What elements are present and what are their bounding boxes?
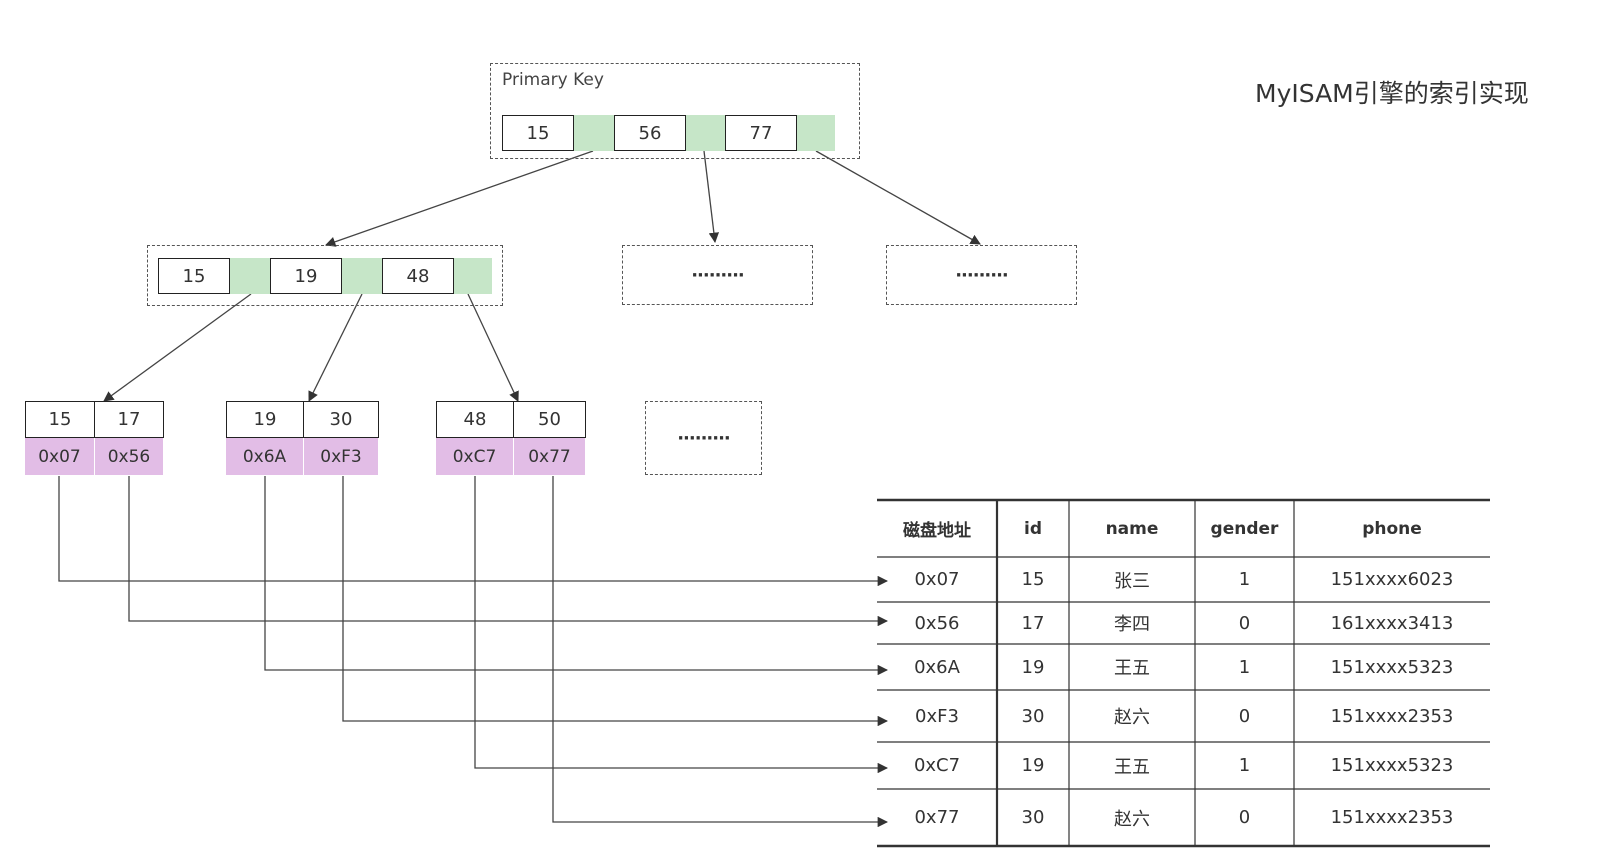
table-cell: 19 (1021, 656, 1045, 678)
table-header: gender (1210, 518, 1279, 539)
table-header: name (1105, 518, 1159, 539)
leaf-key: 17 (94, 401, 164, 438)
table-cell: 0x6A (914, 656, 960, 678)
leaf-address: 0x6A (226, 438, 304, 475)
table-cell: 王五 (1114, 756, 1150, 778)
leaf-placeholder: ········· (645, 401, 762, 475)
table-header: phone (1362, 518, 1422, 539)
table-cell: 1 (1238, 569, 1251, 590)
table-cell: 30 (1021, 807, 1045, 828)
table-cell: 161xxxx3413 (1330, 612, 1454, 634)
arrow-addr-0x07 (58, 476, 889, 587)
table-cell: 151xxxx2353 (1330, 705, 1454, 727)
table-cell: 1 (1238, 656, 1251, 678)
internal-pointer (230, 258, 270, 294)
internal-pointer (342, 258, 382, 294)
internal-key: 15 (158, 258, 230, 294)
table-cell: 赵六 (1114, 707, 1150, 728)
arrow-node-to-leaf-3 (467, 293, 519, 402)
table-cell: 19 (1021, 755, 1045, 776)
table-cell: 0xC7 (913, 755, 961, 776)
arrow-addr-0x56 (128, 476, 889, 627)
root-node (490, 63, 860, 159)
leaf-key: 19 (226, 401, 304, 438)
table-cell: 0xF3 (915, 705, 959, 727)
node-placeholder: ········· (886, 245, 1077, 305)
table-cell: 0 (1238, 807, 1251, 828)
arrow-addr-0xF3 (342, 476, 889, 727)
table-cell: 李四 (1114, 614, 1150, 635)
leaf-address: 0xC7 (436, 438, 514, 475)
leaf-address: 0x77 (514, 438, 586, 475)
table-cell: 17 (1021, 612, 1045, 634)
arrow-root-to-node-2 (703, 150, 720, 244)
arrow-node-to-leaf-1 (103, 293, 252, 402)
table-cell: 1 (1238, 755, 1251, 776)
internal-node (147, 245, 503, 306)
leaf-key: 30 (303, 401, 379, 438)
leaf-address: 0x56 (95, 438, 164, 475)
arrow-root-to-node-3 (815, 150, 981, 245)
internal-pointer (454, 258, 492, 294)
root-pointer (797, 115, 835, 151)
table-header: 磁盘地址 (903, 521, 971, 541)
arrow-root-to-node-1 (325, 150, 594, 247)
table-cell: 王五 (1114, 658, 1150, 679)
internal-key: 19 (270, 258, 342, 294)
leaf-key: 50 (513, 401, 586, 438)
arrow-addr-0x6A (264, 476, 889, 676)
node-placeholder: ········· (622, 245, 813, 305)
leaf-address: 0xF3 (304, 438, 379, 475)
table-cell: 赵六 (1114, 808, 1150, 830)
leaf-key: 15 (25, 401, 95, 438)
table-cell: 0x07 (914, 569, 960, 590)
root-pointer (686, 115, 725, 151)
table-cell: 0x56 (914, 612, 960, 634)
table-cell: 151xxxx2353 (1330, 807, 1454, 828)
root-key: 15 (502, 115, 574, 151)
table-cell: 0x77 (914, 807, 960, 828)
diagram-title: MyISAM引擎的索引实现 (1255, 79, 1529, 108)
table-cell: 张三 (1114, 570, 1150, 592)
table-cell: 151xxxx6023 (1330, 569, 1454, 590)
table-cell: 30 (1021, 705, 1045, 727)
leaf-address: 0x07 (25, 438, 95, 475)
leaf-key: 48 (436, 401, 514, 438)
table-cell: 15 (1021, 569, 1045, 590)
primary-key-label: Primary Key (502, 70, 604, 90)
table-cell: 151xxxx5323 (1330, 656, 1454, 678)
table-cell: 0 (1238, 612, 1251, 634)
arrow-addr-0xC7 (474, 476, 889, 774)
table-cell: 151xxxx5323 (1330, 755, 1454, 776)
arrow-addr-0x77 (552, 476, 889, 828)
internal-key: 48 (382, 258, 454, 294)
root-pointer (574, 115, 614, 151)
table-cell: 0 (1238, 705, 1251, 727)
root-key: 77 (725, 115, 797, 151)
arrow-node-to-leaf-2 (308, 293, 363, 402)
table-header: id (1024, 518, 1042, 539)
root-key: 56 (614, 115, 686, 151)
